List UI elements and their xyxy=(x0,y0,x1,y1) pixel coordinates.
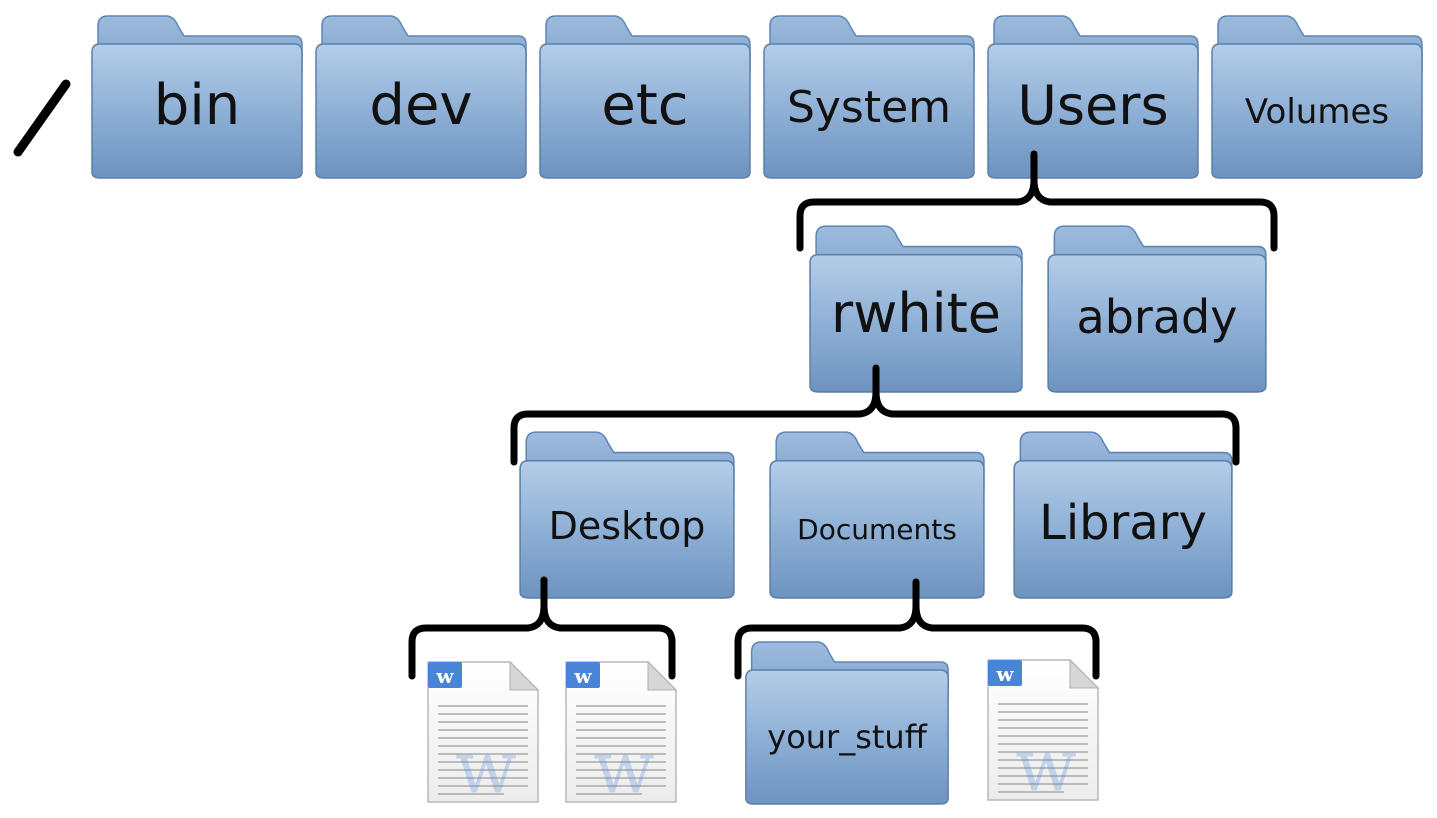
document-page-icon: w w xyxy=(987,658,1100,807)
folder-icon xyxy=(987,15,1199,179)
folder-icon xyxy=(769,431,985,599)
folder-your-stuff[interactable]: your_stuff xyxy=(742,638,952,806)
folder-users[interactable]: Users xyxy=(984,12,1202,180)
folder-label: Documents xyxy=(797,513,957,546)
document-page-icon: w w xyxy=(427,660,540,809)
word-document-icon[interactable]: w w xyxy=(562,658,680,809)
folder-label: bin xyxy=(153,73,241,138)
folder-icon xyxy=(763,15,975,179)
svg-text:w: w xyxy=(593,725,655,809)
folder-bin[interactable]: bin xyxy=(88,12,306,180)
folder-abrady[interactable]: abrady xyxy=(1044,222,1270,394)
svg-text:w: w xyxy=(573,664,592,688)
svg-text:w: w xyxy=(1015,723,1077,807)
folder-rwhite[interactable]: rwhite xyxy=(806,222,1026,394)
folder-etc[interactable]: etc xyxy=(536,12,754,180)
bracket-documents xyxy=(912,578,1100,680)
folder-label: abrady xyxy=(1076,290,1238,344)
folder-label: Library xyxy=(1039,495,1207,551)
folder-label: your_stuff xyxy=(767,718,927,756)
folder-label: rwhite xyxy=(831,282,1001,345)
folder-desktop[interactable]: Desktop xyxy=(516,428,738,600)
svg-text:w: w xyxy=(995,662,1014,686)
folder-documents[interactable]: Documents xyxy=(766,428,988,600)
folder-icon xyxy=(315,15,527,179)
root-slash-icon xyxy=(13,79,71,157)
folder-label: Volumes xyxy=(1244,92,1390,132)
folder-label: Desktop xyxy=(548,504,706,548)
folder-icon xyxy=(1211,15,1423,179)
folder-icon xyxy=(91,15,303,179)
folder-volumes[interactable]: Volumes xyxy=(1208,12,1426,180)
folder-icon xyxy=(1013,431,1233,599)
folder-icon xyxy=(809,225,1023,393)
word-document-icon[interactable]: w w xyxy=(424,658,542,809)
folder-label: System xyxy=(786,82,952,133)
folder-label: etc xyxy=(601,73,689,138)
folder-label: dev xyxy=(369,73,473,138)
folder-icon xyxy=(745,641,949,805)
folder-dev[interactable]: dev xyxy=(312,12,530,180)
word-document-icon[interactable]: w w xyxy=(984,656,1102,807)
folder-icon xyxy=(1047,225,1267,393)
svg-text:w: w xyxy=(455,725,517,809)
folder-label: Users xyxy=(1017,74,1169,137)
folder-icon xyxy=(519,431,735,599)
folder-icon xyxy=(539,15,751,179)
folder-system[interactable]: System xyxy=(760,12,978,180)
folder-library[interactable]: Library xyxy=(1010,428,1236,600)
document-page-icon: w w xyxy=(565,660,678,809)
bracket-desktop xyxy=(540,576,676,680)
bracket-rwhite xyxy=(872,364,1240,466)
svg-text:w: w xyxy=(435,664,454,688)
bracket-users xyxy=(1030,150,1278,252)
